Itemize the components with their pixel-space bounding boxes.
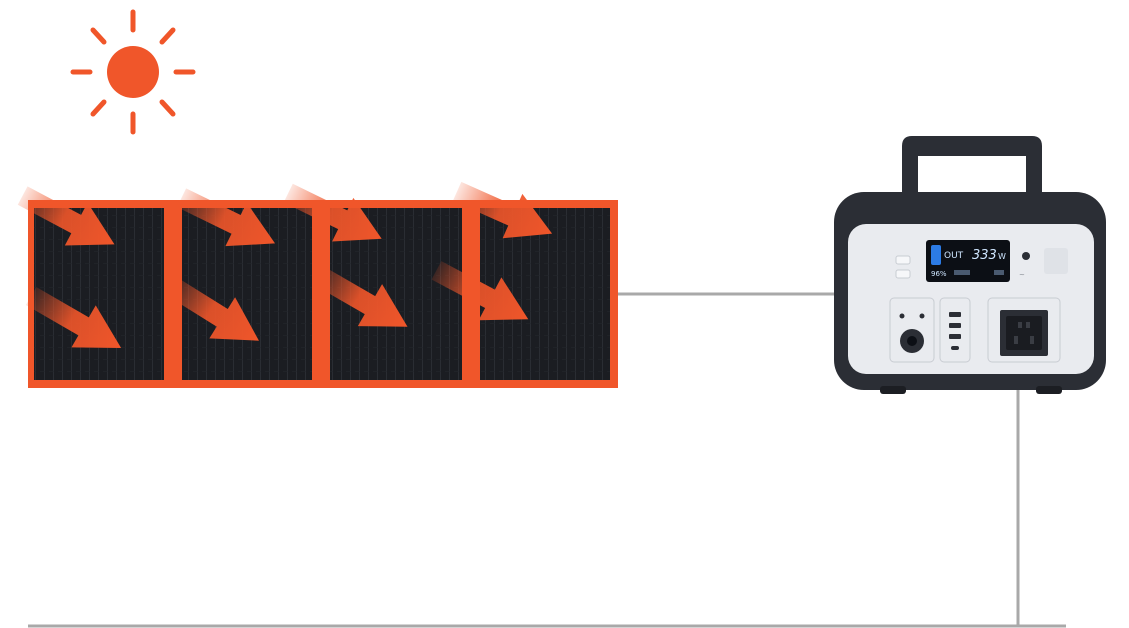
usb-button[interactable] (896, 256, 910, 264)
power-button[interactable] (1022, 252, 1030, 260)
dc-button[interactable] (896, 270, 910, 278)
station-handle (902, 136, 1042, 196)
display-power: 333 (972, 248, 997, 263)
usb-port[interactable] (949, 334, 961, 339)
sun-icon (73, 12, 193, 132)
ac-wave-icon: ~ (1019, 271, 1025, 279)
usb-port[interactable] (949, 323, 961, 328)
dc5521-port[interactable] (920, 314, 925, 319)
display-unit: W (998, 252, 1006, 261)
lcd-display: OUT 333 W 96% (926, 240, 1010, 282)
usb-port[interactable] (949, 312, 961, 317)
portable-power-station-icon: OUT 333 W 96% ~ (834, 136, 1106, 394)
battery-icon (931, 245, 941, 265)
display-battery: 96% (931, 270, 947, 278)
dc5521-port[interactable] (900, 314, 905, 319)
usb-c-port[interactable] (951, 346, 959, 350)
display-mode: OUT (944, 251, 964, 261)
